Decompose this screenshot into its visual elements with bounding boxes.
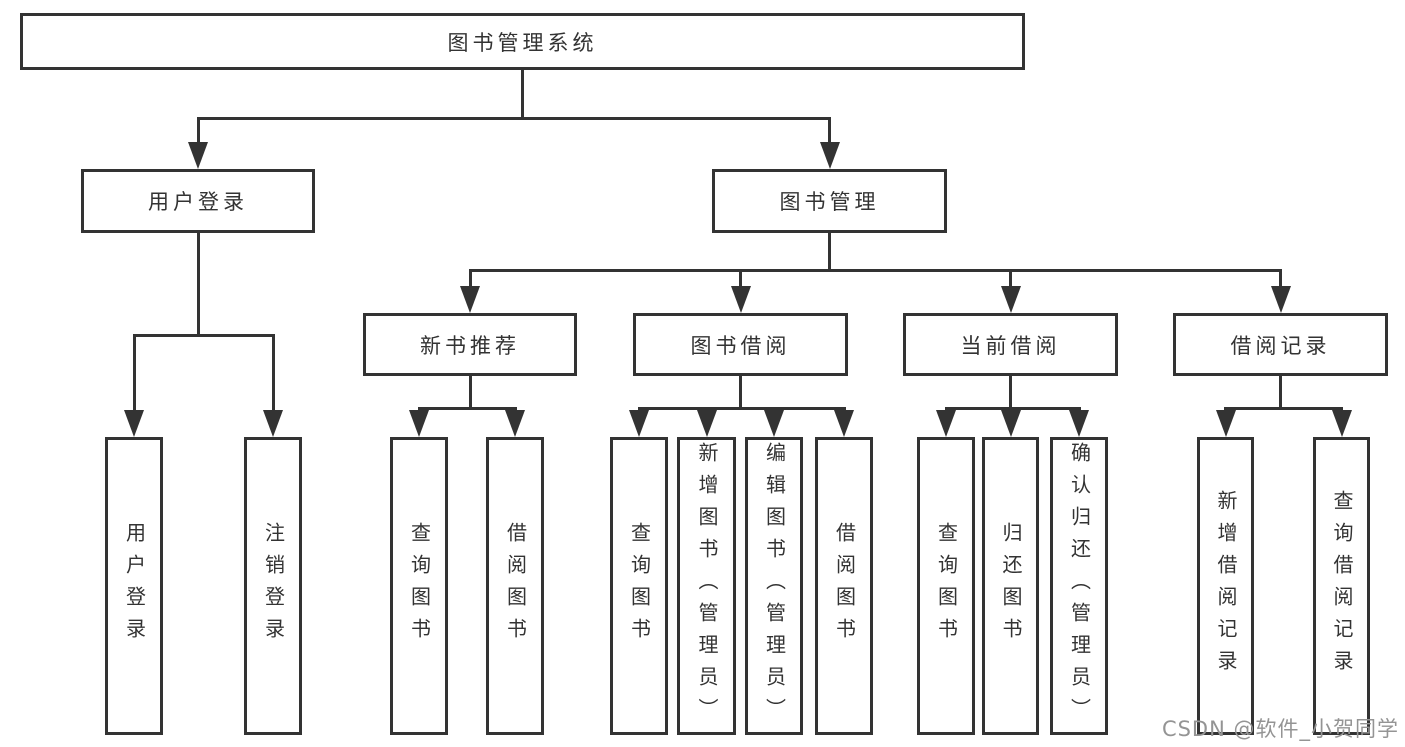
node-borrow-records-label: 借阅记录 xyxy=(1230,333,1331,358)
leaf-rec-query-books: 查询图书 xyxy=(390,437,448,735)
arrow-down-icon xyxy=(730,286,751,313)
node-root-label: 图书管理系统 xyxy=(447,30,598,55)
arrow-down-icon xyxy=(409,410,429,437)
leaf-bb-borrow-books: 借阅图书 xyxy=(815,437,873,735)
node-book-borrow: 图书借阅 xyxy=(633,313,848,376)
connector-login-stem xyxy=(196,233,200,336)
node-book-mgmt-label: 图书管理 xyxy=(779,190,880,214)
arrow-down-icon xyxy=(1215,410,1236,437)
leaf-label: 查询借阅记录 xyxy=(1330,490,1354,682)
arrow-down-icon xyxy=(936,410,956,437)
arrow-down-icon xyxy=(1000,410,1021,437)
connector-shaft xyxy=(271,334,275,412)
arrow-down-icon xyxy=(263,410,283,437)
arrow-down-icon xyxy=(505,410,525,437)
node-borrow-records: 借阅记录 xyxy=(1173,313,1388,376)
leaf-logout: 注销登录 xyxy=(244,437,302,735)
connector-login-shaft xyxy=(196,117,200,144)
connector-shaft xyxy=(1009,269,1012,288)
arrow-down-icon xyxy=(460,286,480,313)
leaf-label: 注销登录 xyxy=(261,522,286,650)
connector-stem xyxy=(739,376,742,409)
connector-shaft xyxy=(739,269,742,288)
connector-level2-split xyxy=(196,117,831,120)
leaf-label: 查询图书 xyxy=(934,522,959,650)
connector-mgmt-shaft xyxy=(828,117,831,144)
node-new-book-rec-label: 新书推荐 xyxy=(420,333,520,358)
leaf-label: 用户登录 xyxy=(122,522,147,650)
arrow-down-icon xyxy=(629,410,649,437)
leaf-label: 查询图书 xyxy=(627,522,652,650)
node-book-mgmt: 图书管理 xyxy=(712,169,947,233)
connector-split xyxy=(1224,407,1343,410)
leaf-label: 确认归还（管理员） xyxy=(1067,442,1092,730)
connector-login-split xyxy=(132,334,275,337)
node-current-borrow: 当前借阅 xyxy=(903,313,1118,376)
leaf-label: 归还图书 xyxy=(999,522,1023,650)
leaf-label: 新增图书（管理员） xyxy=(695,442,719,730)
node-user-login-label: 用户登录 xyxy=(148,190,248,214)
arrow-down-icon xyxy=(764,410,784,437)
connector-stem xyxy=(1009,376,1012,409)
leaf-label: 新增借阅记录 xyxy=(1214,490,1238,682)
connector-stem xyxy=(1279,376,1282,409)
connector-shaft xyxy=(468,269,472,288)
leaf-bb-query-books: 查询图书 xyxy=(610,437,668,735)
arrow-down-icon xyxy=(124,410,144,437)
arrow-down-icon xyxy=(1270,286,1291,313)
node-current-borrow-label: 当前借阅 xyxy=(960,333,1061,358)
connector-stem xyxy=(468,376,472,409)
leaf-br-query-record: 查询借阅记录 xyxy=(1313,437,1370,735)
leaf-cb-confirm-return-admin: 确认归还（管理员） xyxy=(1050,437,1108,735)
watermark: CSDN @软件_小贺同学 xyxy=(1161,717,1399,741)
leaf-bb-add-books-admin: 新增图书（管理员） xyxy=(677,437,736,735)
leaf-br-add-record: 新增借阅记录 xyxy=(1197,437,1254,735)
node-new-book-rec: 新书推荐 xyxy=(363,313,577,376)
node-user-login: 用户登录 xyxy=(81,169,315,233)
connector-root-stem xyxy=(521,70,524,118)
leaf-label: 借阅图书 xyxy=(832,522,857,650)
leaf-label: 编辑图书（管理员） xyxy=(762,442,787,730)
arrow-down-icon xyxy=(1331,410,1352,437)
node-book-borrow-label: 图书借阅 xyxy=(690,333,791,358)
leaf-cb-return-books: 归还图书 xyxy=(982,437,1039,735)
connector-split xyxy=(637,407,846,410)
connector-level3-split xyxy=(468,269,1282,272)
connector-shaft xyxy=(132,334,136,412)
leaf-label: 查询图书 xyxy=(407,522,432,650)
arrow-down-icon xyxy=(696,410,717,437)
connector-shaft xyxy=(1279,269,1282,288)
leaf-label: 借阅图书 xyxy=(503,522,528,650)
leaf-cb-query-books: 查询图书 xyxy=(917,437,975,735)
leaf-bb-edit-books-admin: 编辑图书（管理员） xyxy=(745,437,803,735)
arrow-down-icon xyxy=(1069,410,1089,437)
connector-split xyxy=(417,407,517,410)
leaf-user-login: 用户登录 xyxy=(105,437,163,735)
arrow-down-icon xyxy=(834,410,854,437)
arrow-down-icon xyxy=(819,142,840,169)
leaf-rec-borrow-books: 借阅图书 xyxy=(486,437,544,735)
connector-mgmt-stem xyxy=(828,233,831,272)
arrow-down-icon xyxy=(1000,286,1021,313)
node-root: 图书管理系统 xyxy=(20,13,1025,70)
connector-split xyxy=(944,407,1081,410)
arrow-down-icon xyxy=(188,142,208,169)
